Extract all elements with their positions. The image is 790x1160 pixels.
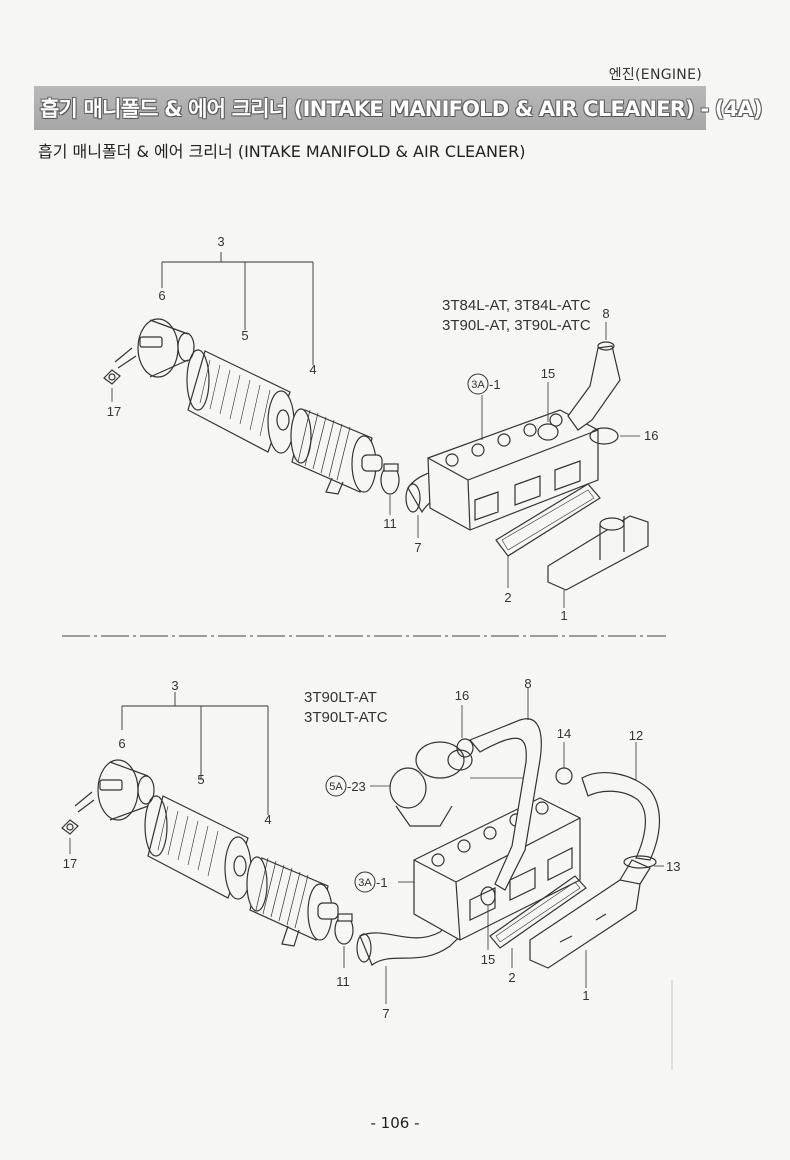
callout-1: 1	[560, 608, 567, 623]
svg-text:3A: 3A	[471, 379, 485, 391]
manifold-gasket	[489, 875, 587, 968]
callout-2: 2	[504, 590, 511, 605]
filter-element	[144, 795, 252, 900]
svg-text:-23: -23	[347, 779, 366, 794]
clamp-15	[537, 382, 559, 441]
callout-1: 1	[582, 988, 589, 1003]
callout-16: 16	[455, 688, 469, 703]
callout-11: 11	[336, 974, 350, 989]
callout-7: 7	[414, 540, 421, 555]
cylinder-head	[398, 797, 581, 941]
air-cleaner-cap	[74, 759, 155, 821]
callout-6: 6	[158, 288, 165, 303]
vacuator-valve	[103, 369, 121, 402]
clamp-14	[555, 742, 573, 785]
callout-6: 6	[118, 736, 125, 751]
vacuator-valve	[61, 819, 79, 854]
callout-8: 8	[524, 676, 531, 691]
callout-14: 14	[557, 726, 571, 741]
callout-17: 17	[63, 856, 77, 871]
page-title-bar: 흡기 매니폴드 & 에어 크리너 (INTAKE MANIFOLD & AIR …	[34, 86, 763, 130]
air-cleaner-cap	[114, 318, 195, 378]
manifold-gasket	[495, 470, 601, 588]
callout-2: 2	[508, 970, 515, 985]
hose-clamp	[334, 913, 354, 968]
elbow-pipe	[469, 688, 542, 891]
svg-text:-1: -1	[376, 875, 388, 890]
callout-16: 16	[644, 428, 658, 443]
callout-17: 17	[107, 404, 121, 419]
air-cleaner-body	[290, 408, 383, 495]
svg-text:5A: 5A	[329, 781, 343, 793]
clamp-16	[456, 705, 474, 758]
page-subtitle: 흡기 매니폴더 & 에어 크리너 (INTAKE MANIFOLD & AIR …	[38, 142, 526, 161]
clamp-16	[589, 427, 640, 445]
callout-11: 11	[383, 516, 397, 531]
elbow-hose	[567, 322, 621, 431]
callout-4: 4	[264, 812, 271, 827]
model-line-2: 3T90L-AT, 3T90L-ATC	[442, 317, 591, 334]
model-line-1: 3T84L-AT, 3T84L-ATC	[442, 297, 591, 314]
callout-4: 4	[309, 362, 316, 377]
section-tag: 엔진(ENGINE)	[608, 67, 702, 83]
svg-text:-1: -1	[489, 377, 501, 392]
filter-element	[186, 349, 295, 454]
intake-manifold	[529, 859, 651, 988]
callout-8: 8	[602, 306, 609, 321]
svg-text:3A: 3A	[358, 877, 372, 889]
model-line-1: 3T90LT-AT	[304, 689, 377, 706]
callout-5: 5	[241, 328, 248, 343]
callout-13: 13	[666, 859, 680, 874]
callout-5: 5	[197, 772, 204, 787]
callout-15: 15	[481, 952, 495, 967]
callout-12: 12	[629, 728, 643, 743]
clamp-15	[480, 886, 496, 950]
intercooler-hose	[581, 742, 661, 861]
hose-clamp	[380, 463, 400, 515]
model-line-2: 3T90LT-ATC	[304, 709, 388, 726]
clamp-13	[623, 855, 664, 869]
ref-3A-bottom: 3A -1	[354, 871, 388, 893]
ref-3A-top: 3A -1	[467, 373, 501, 395]
ref-5A-bottom: 5A -23	[325, 775, 366, 797]
intake-manifold	[547, 515, 649, 608]
bottom-assembly	[61, 688, 673, 1070]
page-number: - 106 -	[370, 1114, 420, 1132]
callout-15: 15	[541, 366, 555, 381]
callout-7: 7	[382, 1006, 389, 1021]
callout-3: 3	[171, 678, 178, 693]
turbocharger	[370, 741, 530, 827]
top-assembly	[103, 252, 649, 608]
air-cleaner-body	[246, 856, 339, 947]
callout-3: 3	[217, 234, 224, 249]
page-title: 흡기 매니폴드 & 에어 크리너 (INTAKE MANIFOLD & AIR …	[40, 97, 763, 121]
